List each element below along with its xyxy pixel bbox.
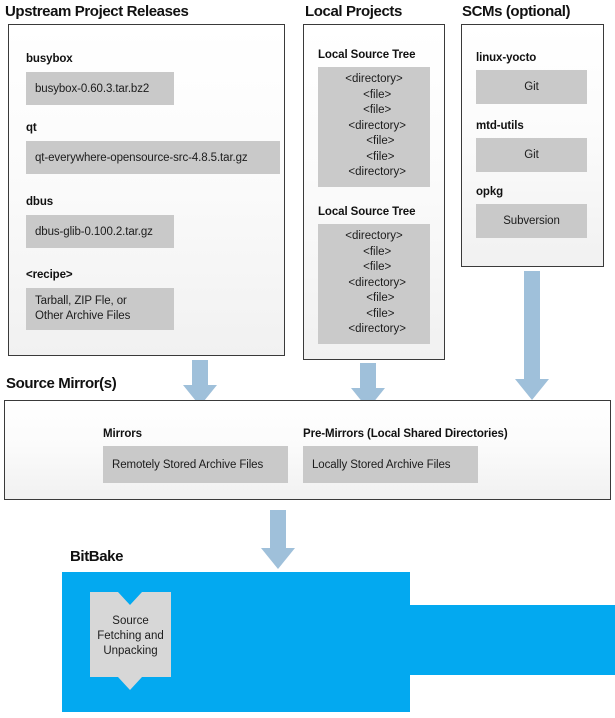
- tree-line: <file>: [356, 261, 392, 273]
- bitbake-task-line-2: Fetching and: [97, 630, 164, 642]
- tree-line: <file>: [353, 150, 395, 163]
- upstream-item-value-qt: qt-everywhere-opensource-src-4.8.5.tar.g…: [26, 141, 280, 174]
- scm-item-value-mtd-utils: Git: [476, 138, 587, 172]
- heading-scms: SCMs (optional): [462, 3, 571, 20]
- arrow-head: [515, 379, 549, 400]
- scm-item-label-mtd-utils: mtd-utils: [476, 120, 524, 132]
- upstream-item-label-recipe: <recipe>: [26, 269, 73, 281]
- upstream-item-value-recipe: Tarball, ZIP Fle, or Other Archive Files: [26, 288, 174, 330]
- tree-line: <directory>: [342, 119, 406, 132]
- local-tree-label-1: Local Source Tree: [318, 49, 416, 61]
- arrow-shaft: [270, 510, 286, 549]
- upstream-item-value-dbus: dbus-glib-0.100.2.tar.gz: [26, 215, 174, 248]
- scm-item-value-linux-yocto: Git: [476, 70, 587, 104]
- upstream-item-label-busybox: busybox: [26, 53, 73, 65]
- tree-line: <directory>: [345, 230, 403, 242]
- local-tree-label-2: Local Source Tree: [318, 206, 416, 218]
- arrow-shaft: [524, 271, 540, 380]
- tree-line: <file>: [356, 245, 392, 258]
- bitbake-task-line-3: Unpacking: [103, 645, 158, 657]
- bitbake-source-fetching-task: Source Fetching and Unpacking: [90, 592, 171, 690]
- tree-line: <file>: [353, 135, 395, 147]
- upstream-item-value-busybox: busybox-0.60.3.tar.bz2: [26, 72, 174, 105]
- tree-line: <file>: [353, 307, 395, 320]
- heading-source-mirrors: Source Mirror(s): [6, 375, 117, 392]
- arrow-shaft: [360, 363, 376, 389]
- upstream-item-label-dbus: dbus: [26, 196, 54, 208]
- tree-line: <directory>: [342, 276, 406, 289]
- scm-item-value-opkg: Subversion: [476, 204, 587, 238]
- heading-upstream-project-releases: Upstream Project Releases: [5, 3, 189, 20]
- arrow-head: [261, 548, 295, 569]
- scm-item-label-linux-yocto: linux-yocto: [476, 52, 537, 64]
- mirrors-value: Remotely Stored Archive Files: [103, 446, 288, 483]
- tree-line: <file>: [353, 292, 395, 304]
- heading-local-projects: Local Projects: [305, 3, 402, 20]
- arrow-shaft: [192, 360, 208, 386]
- scm-item-label-opkg: opkg: [476, 186, 504, 198]
- tree-line: <file>: [356, 104, 392, 116]
- pre-mirrors-label: Pre-Mirrors (Local Shared Directories): [303, 428, 508, 440]
- recipe-value-line-2: Other Archive Files: [35, 310, 131, 322]
- bitbake-task-line-1: Source: [112, 615, 149, 627]
- arrow-mirror-to-bitbake-icon: [261, 510, 295, 570]
- mirrors-label: Mirrors: [103, 428, 142, 440]
- tree-line: <directory>: [345, 73, 403, 85]
- pre-mirrors-value: Locally Stored Archive Files: [303, 446, 478, 483]
- upstream-item-label-qt: qt: [26, 122, 37, 134]
- bitbake-task-text: Source Fetching and Unpacking: [90, 614, 171, 659]
- local-source-tree-1: <directory> <file> <file> <directory> <f…: [318, 67, 430, 187]
- arrow-scms-to-mirror-icon: [515, 271, 549, 401]
- tree-line: <directory>: [342, 166, 406, 178]
- recipe-value-line-1: Tarball, ZIP Fle, or: [35, 295, 127, 307]
- tree-line: <file>: [356, 88, 392, 101]
- heading-bitbake: BitBake: [70, 548, 124, 565]
- tree-line: <directory>: [342, 323, 406, 335]
- local-source-tree-2: <directory> <file> <file> <directory> <f…: [318, 224, 430, 344]
